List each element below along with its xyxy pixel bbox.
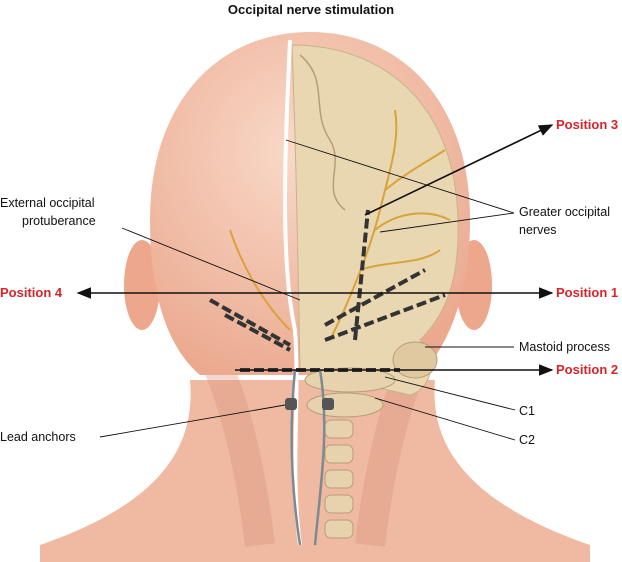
label-gon-1: Greater occipital: [519, 205, 611, 219]
leader-c2: [374, 397, 516, 441]
lead-anchor-left: [285, 398, 297, 410]
label-lead-anchors: Lead anchors: [0, 430, 76, 444]
diagram-title: Occipital nerve stimulation: [227, 2, 395, 17]
label-position-2: Position 2: [556, 362, 619, 377]
label-c2: C2: [519, 433, 535, 447]
leader-lead-anchors: [99, 404, 286, 438]
arrow-position-3: [364, 124, 554, 216]
label-c1: C1: [519, 404, 535, 418]
skull: [291, 44, 459, 396]
lead-anchor-right: [322, 398, 334, 410]
left-ear: [124, 240, 160, 330]
label-ext-occ-1: External occipital: [0, 196, 95, 210]
mastoid-bone: [392, 341, 438, 379]
leader-gon-1: [285, 139, 515, 214]
midline: [283, 39, 302, 546]
leader-gon-2: [379, 212, 515, 233]
label-mastoid: Mastoid process: [519, 340, 611, 354]
greater-occipital-nerves: [229, 109, 451, 341]
skull-suture: [299, 54, 346, 211]
label-ext-occ-2: protuberance: [22, 214, 96, 228]
label-gon-2: nerves: [519, 223, 557, 237]
leader-c1: [384, 376, 516, 411]
leader-ext-occ: [121, 227, 301, 301]
cervical-spine: [304, 367, 396, 539]
label-position-4: Position 4: [0, 285, 63, 300]
label-position-3: Position 3: [556, 117, 619, 132]
lead-wires: [290, 369, 326, 546]
label-position-1: Position 1: [556, 285, 619, 300]
neck-shoulders: [40, 380, 590, 562]
